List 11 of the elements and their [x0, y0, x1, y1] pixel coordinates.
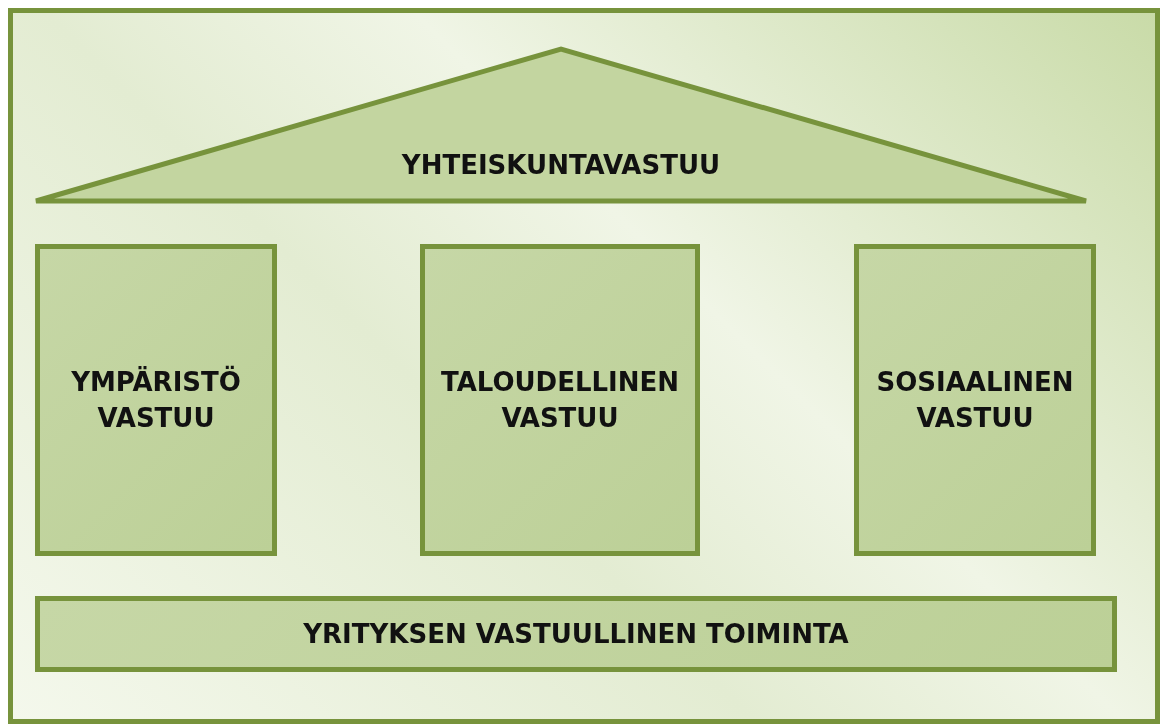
- pillar-box: [35, 244, 277, 556]
- roof-triangle: [32, 45, 1090, 205]
- node-label: YHTEISKUNTAVASTUU: [401, 148, 721, 182]
- pillar-box: [854, 244, 1096, 556]
- pillar-box: [420, 244, 700, 556]
- node-label: YMPÄRISTÖ VASTUU: [70, 364, 242, 435]
- node-label: YRITYKSEN VASTUULLINEN TOIMINTA: [303, 617, 849, 651]
- base-bar: [35, 596, 1117, 672]
- node-label: SOSIAALINEN VASTUU: [875, 365, 1075, 435]
- node-label: TALOUDELLINEN VASTUU: [440, 365, 680, 435]
- outer-frame: [8, 8, 1160, 724]
